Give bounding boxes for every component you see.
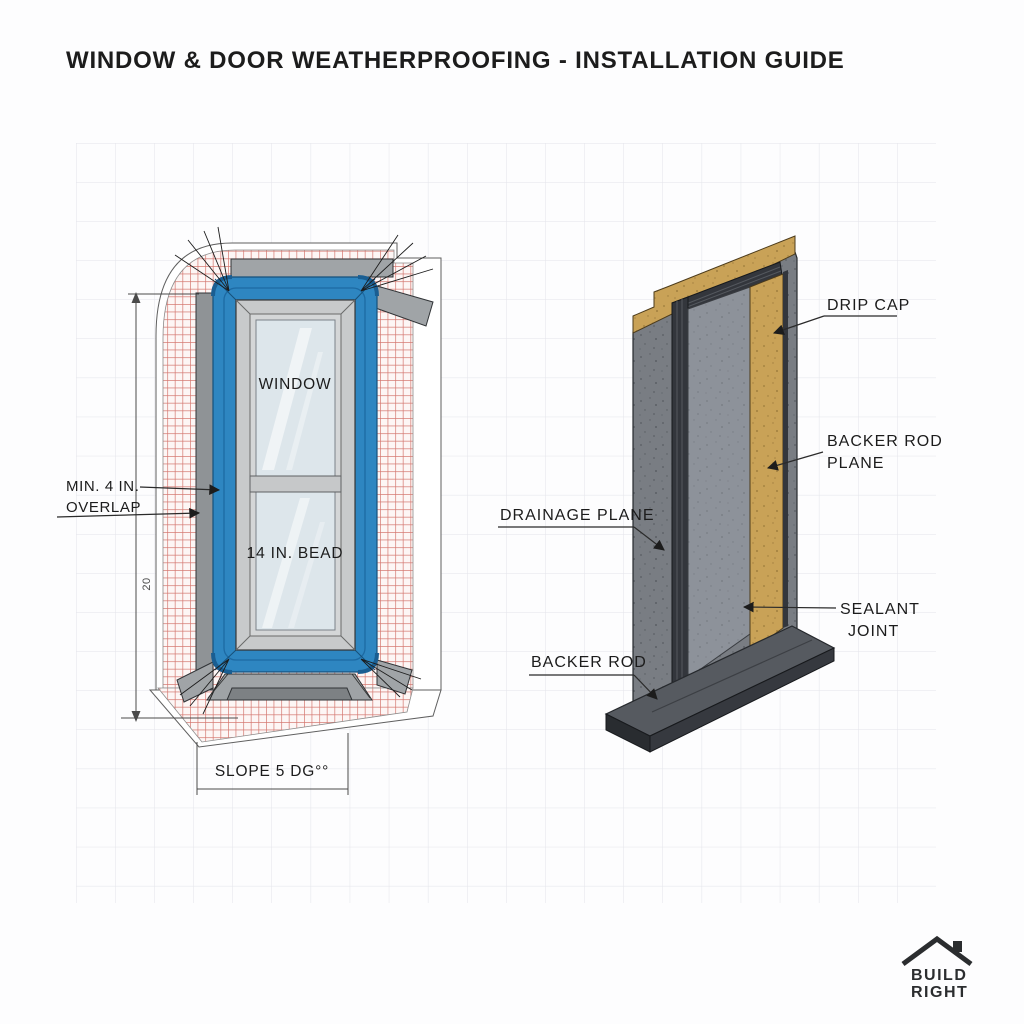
height-dimension: 20 — [121, 292, 238, 722]
slope-label: SLOPE 5 DG°° — [215, 763, 329, 780]
page-title: WINDOW & DOOR WEATHERPROOFING - INSTALLA… — [66, 47, 845, 74]
sealant-joint-label-line2: JOINT — [848, 623, 899, 640]
overlap-annotation: MIN. 4 IN. OVERLAP — [56, 478, 221, 519]
drainage-plane-label: DRAINAGE PLANE — [500, 507, 654, 524]
sealant-joint-leader — [742, 601, 837, 613]
backer-rod-column — [749, 270, 788, 653]
frame-jamb — [671, 296, 689, 702]
sill-pan-inner — [226, 687, 353, 701]
window-unit: WINDOW 14 IN. BEAD — [235, 299, 356, 651]
overlap-label-line2: OVERLAP — [66, 499, 141, 516]
corner-flashing-pieces — [176, 258, 434, 703]
fastener-fan-lines — [174, 226, 434, 715]
bottom-right-gusset — [376, 659, 413, 695]
bead-label: 14 IN. BEAD — [247, 545, 344, 562]
door-frame-section-diagram: DRIP CAP BACKER ROD PLANE DRAINAGE PLANE… — [498, 235, 943, 753]
backer-rod-plane-label-line1: BACKER ROD — [827, 433, 943, 450]
sealant-panel — [687, 286, 751, 679]
overlap-label-line1: MIN. 4 IN. — [66, 478, 140, 495]
chimney-icon — [953, 941, 962, 952]
window-flashing-diagram: WINDOW 14 IN. BEAD 20 MIN. 4 IN. OVERLAP… — [56, 226, 442, 795]
drip-cap-leader — [772, 315, 825, 335]
backer-rod-leader — [633, 674, 658, 700]
overlap-leader-2 — [56, 507, 201, 519]
logo-text-line2: RIGHT — [911, 984, 968, 1001]
drip-cap-label: DRIP CAP — [827, 297, 910, 314]
height-dim-value: 20 — [141, 577, 153, 590]
backer-rod-plane-label-line2: PLANE — [827, 455, 884, 472]
window-mullion — [249, 475, 342, 493]
left-flashing-strip — [195, 292, 214, 691]
window-label: WINDOW — [259, 376, 332, 393]
backer-rod-label: BACKER ROD — [531, 654, 647, 671]
sealant-joint-label-line1: SEALANT — [840, 601, 920, 618]
glass-reflections — [262, 328, 325, 628]
sill-pan — [604, 625, 836, 753]
overlap-leader-1 — [139, 484, 221, 496]
gasket-strip — [783, 270, 788, 628]
backer-rod-plane-leader — [766, 451, 824, 471]
head-flashing-strip — [230, 258, 394, 278]
slope-dimension: SLOPE 5 DG°° — [196, 733, 349, 795]
brand-logo: BUILD RIGHT — [901, 935, 973, 1001]
drainage-plane-leader — [633, 526, 665, 551]
bottom-left-gusset — [176, 661, 214, 703]
door-annotations: DRIP CAP BACKER ROD PLANE DRAINAGE PLANE… — [498, 297, 943, 700]
logo-text-line1: BUILD — [911, 967, 967, 984]
roof-icon — [901, 935, 973, 967]
